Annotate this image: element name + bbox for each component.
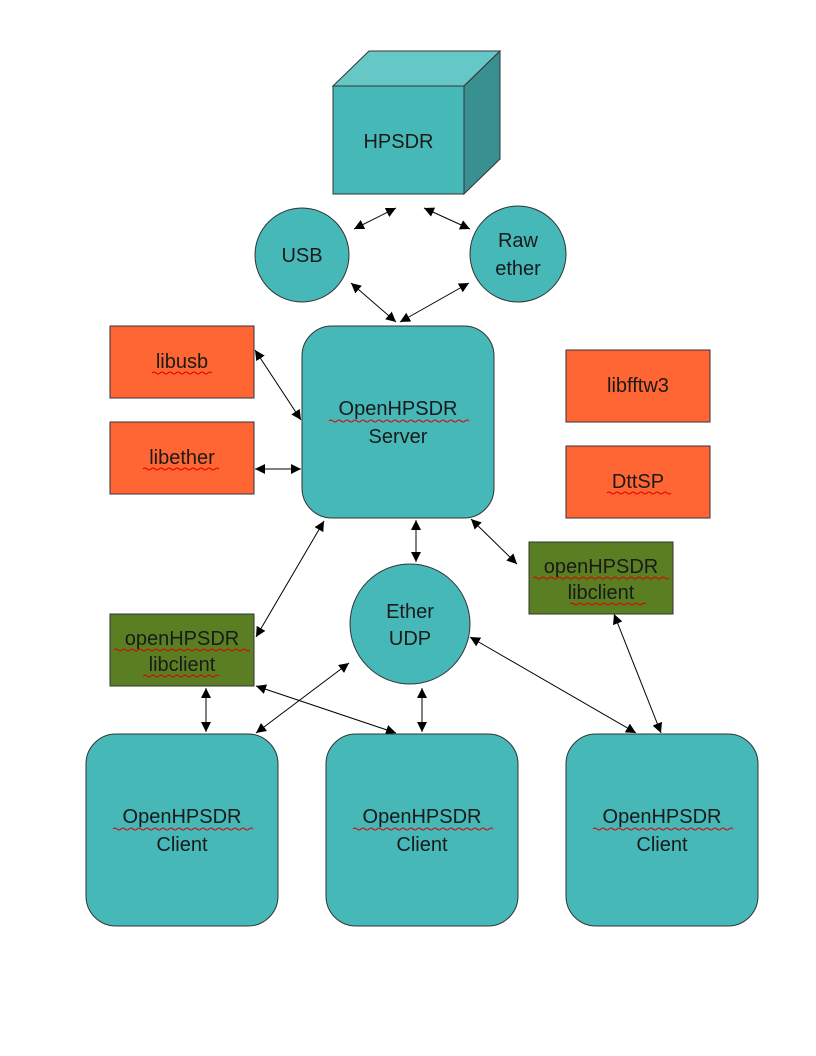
server-label-2: Server bbox=[369, 426, 428, 448]
node-client-2[interactable]: OpenHPSDR Client bbox=[325, 733, 519, 927]
spellcheck-underline bbox=[151, 371, 213, 375]
spellcheck-underline bbox=[569, 602, 647, 606]
spellcheck-underline bbox=[592, 827, 734, 831]
libclient-right-label-2: libclient bbox=[568, 582, 635, 604]
raw-ether-label-1: Raw bbox=[498, 230, 539, 252]
cube-front-face bbox=[332, 85, 465, 195]
raw-ether-label-2: ether bbox=[495, 258, 541, 280]
spellcheck-underline bbox=[142, 467, 220, 471]
node-raw-ether[interactable]: Raw ether bbox=[469, 205, 567, 303]
client-2-label-2: Client bbox=[396, 834, 448, 856]
spellcheck-underline bbox=[328, 419, 470, 423]
client-2-label-1: OpenHPSDR bbox=[363, 806, 482, 828]
spellcheck-underline bbox=[142, 674, 220, 678]
edge-ether-udp-client-3 bbox=[469, 636, 637, 734]
node-ether-udp[interactable]: Ether UDP bbox=[349, 563, 471, 685]
ether-udp-label-1: Ether bbox=[386, 601, 434, 623]
ether-udp-label-2: UDP bbox=[389, 628, 431, 650]
client-1-label-2: Client bbox=[156, 834, 208, 856]
edges-layer bbox=[201, 207, 662, 735]
edge-server-libclient-right bbox=[470, 518, 518, 565]
node-usb[interactable]: USB bbox=[254, 207, 350, 303]
spellcheck-underline bbox=[532, 576, 670, 580]
client-1-label-1: OpenHPSDR bbox=[123, 806, 242, 828]
edge-libclient-right-client-3 bbox=[613, 613, 662, 734]
spellcheck-underline bbox=[112, 827, 254, 831]
node-libether[interactable]: libether bbox=[109, 421, 255, 495]
edge-libusb-server bbox=[254, 349, 302, 421]
edge-libclient-left-client-2 bbox=[255, 684, 397, 735]
libusb-label: libusb bbox=[156, 351, 208, 373]
node-dttsp[interactable]: DttSP bbox=[565, 445, 711, 519]
hpsdr-label: HPSDR bbox=[363, 131, 433, 153]
edge-hpsdr-usb bbox=[353, 207, 397, 230]
libether-label: libether bbox=[149, 447, 215, 469]
node-libclient-left[interactable]: openHPSDR libclient bbox=[109, 613, 255, 687]
dttsp-label: DttSP bbox=[612, 471, 664, 493]
node-client-1[interactable]: OpenHPSDR Client bbox=[85, 733, 279, 927]
libclient-left-label-2: libclient bbox=[149, 654, 216, 676]
edge-usb-server bbox=[350, 282, 397, 323]
node-libclient-right[interactable]: openHPSDR libclient bbox=[528, 541, 674, 615]
server-label-1: OpenHPSDR bbox=[339, 398, 458, 420]
client-3-label-2: Client bbox=[636, 834, 688, 856]
usb-label: USB bbox=[281, 245, 322, 267]
client-3-label-1: OpenHPSDR bbox=[603, 806, 722, 828]
libfftw3-label: libfftw3 bbox=[607, 375, 669, 397]
libclient-right-label-1: openHPSDR bbox=[544, 556, 659, 578]
edge-hpsdr-raw-ether bbox=[423, 207, 471, 230]
node-server[interactable]: OpenHPSDR Server bbox=[301, 325, 495, 519]
edge-ether-udp-client-1 bbox=[255, 662, 350, 734]
node-libfftw3[interactable]: libfftw3 bbox=[565, 349, 711, 423]
node-client-3[interactable]: OpenHPSDR Client bbox=[565, 733, 759, 927]
spellcheck-underline bbox=[352, 827, 494, 831]
spellcheck-underline bbox=[113, 648, 251, 652]
libclient-left-label-1: openHPSDR bbox=[125, 628, 240, 650]
edge-server-libclient-left bbox=[255, 520, 325, 638]
node-hpsdr[interactable]: HPSDR bbox=[331, 49, 502, 196]
edge-raw-ether-server bbox=[399, 282, 470, 323]
node-libusb[interactable]: libusb bbox=[109, 325, 255, 399]
spellcheck-underline bbox=[606, 491, 672, 495]
